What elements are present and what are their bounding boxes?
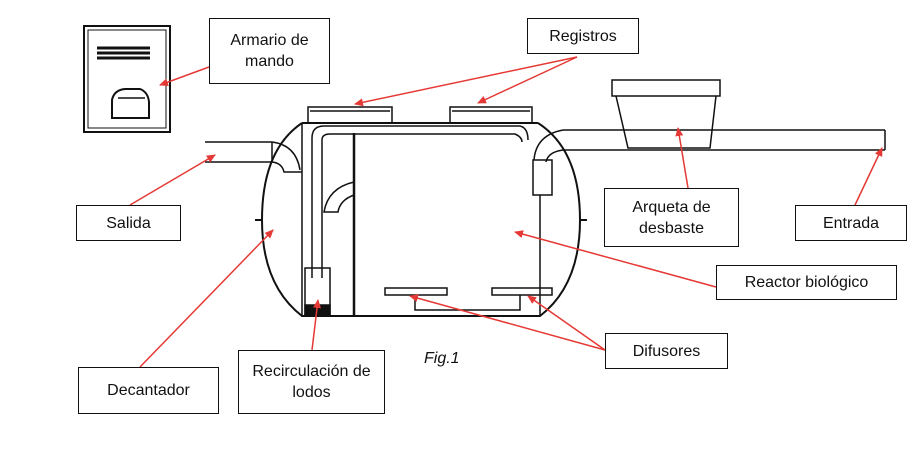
label-arqueta: Arqueta de desbaste [604, 188, 739, 247]
label-entrada: Entrada [795, 205, 907, 241]
arrow-arqueta [675, 127, 689, 189]
label-armario: Armario de mando [209, 18, 330, 84]
pointer-arrows [129, 56, 883, 368]
screening-chamber [611, 79, 721, 149]
label-reactor: Reactor biológico [716, 265, 897, 300]
outlet-pipe [205, 141, 302, 173]
arrow-recirculacion [311, 299, 322, 351]
figure-caption: Fig.1 [424, 350, 460, 367]
inlet-pipe [532, 129, 886, 196]
label-registros: Registros [527, 18, 639, 54]
tank-internals [301, 123, 553, 317]
arrow-registro-2 [477, 56, 578, 104]
control-cabinet-image [83, 25, 171, 133]
label-recirculacion: Recirculación de lodos [238, 350, 385, 414]
arrow-entrada [854, 147, 883, 206]
arrow-reactor [514, 230, 717, 288]
arrow-salida [129, 154, 216, 206]
arrow-difusor-2 [527, 295, 606, 351]
label-decantador: Decantador [78, 367, 219, 414]
label-difusores: Difusores [605, 333, 728, 369]
arrow-difusor-1 [409, 294, 606, 351]
manhole-lids [307, 106, 533, 124]
arrow-decantador [139, 229, 274, 368]
arrow-armario [159, 66, 210, 86]
label-salida: Salida [76, 205, 181, 241]
arrow-registro-1 [354, 56, 578, 107]
